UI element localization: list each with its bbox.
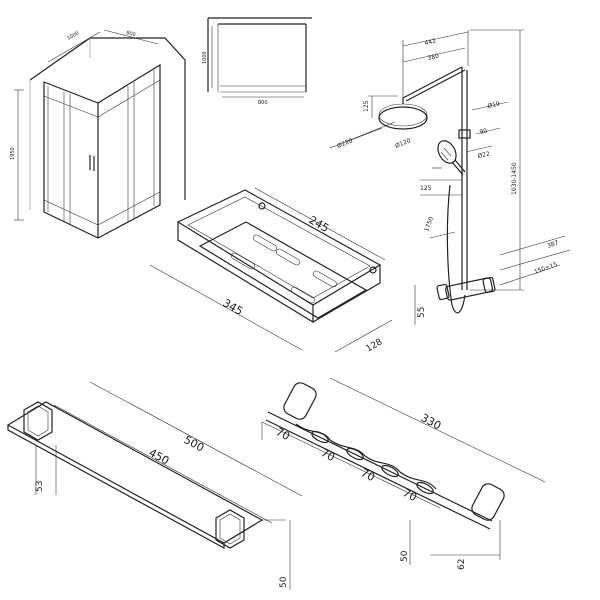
plan-side-label: 1000: [202, 51, 208, 64]
shelf-length-label: 500: [182, 433, 207, 454]
hook-rail-height-label: 50: [400, 550, 410, 562]
shower-dim-387: 387: [546, 239, 559, 250]
hook-spacing-3-label: 70: [359, 466, 377, 484]
shower-dim-19: Ø19: [487, 101, 501, 110]
shower-dim-22: Ø22: [477, 151, 491, 160]
enclosure-depth-label: 800: [126, 30, 137, 38]
basket-length-label: 345: [221, 296, 246, 318]
shower-dim-range: 1030-1450: [511, 162, 518, 195]
hook-spacing-1-label: 70: [274, 425, 292, 443]
basket-inner-length-label: 245: [307, 213, 332, 235]
hook-rail-depth-label: 62: [457, 559, 467, 570]
plan-bottom-label: 800: [258, 100, 268, 106]
shower-dim-hose: 1750: [423, 216, 435, 233]
shower-dim-125b: 125: [420, 185, 432, 192]
shelf-height-label: 50: [279, 576, 289, 588]
shower-enclosure-drawing: [14, 29, 186, 239]
hook-spacing-4-label: 70: [401, 486, 419, 504]
hook-spacing-2-label: 70: [319, 446, 337, 464]
shower-basket-drawing: [149, 187, 416, 353]
shower-dim-150: 150±15: [533, 261, 558, 276]
basket-depth-label: 128: [365, 337, 385, 354]
basket-height-label: 55: [417, 307, 427, 318]
shower-dim-380: 380: [427, 53, 440, 62]
enclosure-width-label: 1000: [66, 30, 80, 41]
hook-rail-drawing: [261, 377, 546, 565]
shelf-bracket-label: 53: [35, 481, 45, 492]
enclosure-height-label: 1950: [10, 147, 16, 160]
hook-rail-length-label: 330: [419, 411, 444, 432]
shower-system-drawing: [329, 29, 571, 314]
shower-dim-125a: 125: [363, 100, 370, 112]
shower-dim-90: 90: [479, 127, 488, 135]
glass-shelf-drawing: [6, 381, 303, 590]
shower-dim-442: 442: [424, 38, 437, 47]
shower-dim-220: Ø220: [336, 137, 354, 150]
plan-view-drawing: [207, 17, 312, 98]
shower-dim-120: Ø120: [394, 137, 412, 150]
